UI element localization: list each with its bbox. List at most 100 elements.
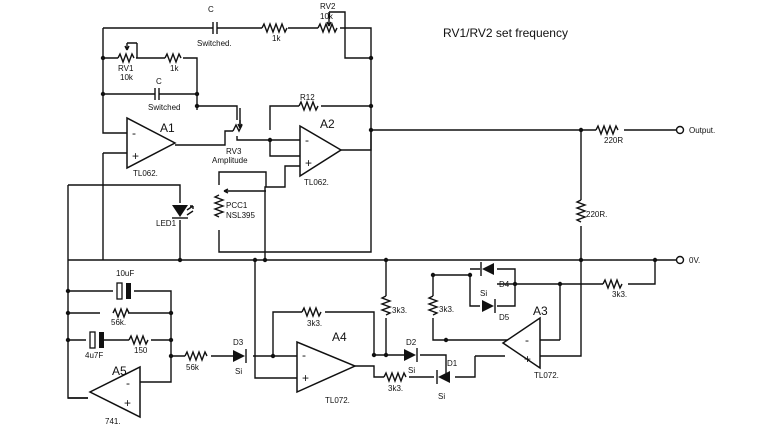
label-r-3k3-bot: 3k3. (388, 384, 403, 393)
opamp-a4 (296, 340, 357, 394)
label-r-3k3-a4: 3k3. (307, 319, 322, 328)
output-terminal (675, 125, 685, 135)
label-rv3: RV3 (226, 147, 242, 156)
diode-d1 (438, 371, 450, 383)
resistor-56k-a (112, 307, 130, 319)
diodes (172, 205, 496, 384)
a2-plus: + (305, 156, 312, 170)
resistor-220r-vert (575, 199, 587, 223)
label-cap-top: C (208, 5, 214, 14)
resistor-3k3-bot (383, 371, 407, 383)
opamp-a5 (88, 365, 141, 419)
label-a2: A2 (320, 117, 335, 131)
resistor-3k3-v1 (380, 295, 392, 316)
label-cap-10u: 10uF (116, 269, 134, 278)
label-rv2: RV2 (320, 2, 336, 11)
label-r-3k3-v1: 3k3. (392, 306, 407, 315)
a4-plus: + (302, 371, 309, 385)
diode-d5 (482, 300, 494, 312)
label-cap-4u7: 4u7F (85, 351, 103, 360)
label-r12: R12 (300, 93, 315, 102)
opamp-a3 (501, 316, 541, 370)
diode-d3 (233, 350, 245, 362)
opamp-a1 (126, 116, 177, 170)
label-d3: D3 (233, 338, 244, 347)
label-d4: D4 (499, 280, 510, 289)
label-led1: LED1 (156, 219, 177, 228)
label-r-3k3-v2: 3k3. (439, 305, 454, 314)
label-r-56k-a: 56k. (111, 318, 126, 327)
label-d2: D2 (406, 338, 417, 347)
label-a5-part: 741. (105, 417, 121, 426)
a5-plus: + (124, 396, 131, 410)
pcc1-ldr (213, 194, 225, 218)
label-r-3k3-a3: 3k3. (612, 290, 627, 299)
rv2-wiper (326, 19, 332, 27)
label-a1: A1 (160, 121, 175, 135)
label-a4-part: TL072. (325, 396, 350, 405)
cap-4u7-neg (99, 332, 104, 348)
junctions (65, 55, 658, 359)
label-pcc1: PCC1 (226, 201, 248, 210)
pot-wipers (124, 19, 332, 194)
label-d5: D5 (499, 313, 510, 322)
label-zero-v: 0V. (689, 256, 700, 265)
zero-v-terminal (675, 255, 685, 265)
label-a1-part: TL062. (133, 169, 158, 178)
cap-10uf-plate (116, 282, 123, 300)
a2-minus: - (305, 133, 309, 147)
resistor-3k3-a3 (602, 278, 623, 290)
label-rv3-note: Amplitude (212, 156, 248, 165)
label-d1-type: Si (438, 392, 445, 401)
label-d1: D1 (447, 359, 458, 368)
op-amps (88, 116, 541, 419)
label-d3-type: Si (235, 367, 242, 376)
a3-minus: - (525, 333, 529, 347)
label-r-1k-mid: 1k (170, 64, 179, 73)
resistors (112, 22, 623, 383)
label-r-out: 220R (604, 136, 623, 145)
labels: RV1/RV2 set frequency C Switched. 1k RV2… (85, 2, 715, 426)
title: RV1/RV2 set frequency (443, 26, 568, 40)
cap-4u7-plate (89, 331, 96, 349)
a1-minus: - (132, 126, 136, 140)
label-output: Output. (689, 126, 715, 135)
a3-plus: + (524, 352, 531, 366)
rv1-wiper (124, 45, 130, 51)
rv3-wiper (237, 120, 243, 129)
cap-top (212, 22, 218, 34)
a4-minus: - (302, 348, 306, 362)
a5-minus: - (126, 376, 130, 390)
cap-10uf-neg (126, 283, 131, 299)
label-a5: A5 (112, 364, 127, 378)
rv2-track (317, 22, 338, 34)
led1 (172, 205, 188, 217)
capacitors (89, 22, 225, 349)
label-rv2-value: 10k (320, 12, 334, 21)
label-cap-mid-note: Switched (148, 103, 180, 112)
label-r-1k-top: 1k (272, 34, 281, 43)
label-d4-type: Si (480, 289, 487, 298)
resistor-3k3-v2 (427, 295, 439, 316)
resistor-3k3-a4 (301, 306, 322, 318)
resistor-56k-b (184, 350, 208, 362)
label-pcc1-part: NSL395 (226, 211, 255, 220)
label-a3: A3 (533, 304, 548, 318)
diode-d2 (404, 349, 416, 361)
a1-plus: + (132, 149, 139, 163)
label-cap-mid: C (156, 77, 162, 86)
resistor-150 (128, 334, 149, 346)
rv1-track (117, 52, 135, 64)
label-d2-type: Si (408, 366, 415, 375)
cap-mid (154, 88, 160, 100)
label-rv1: RV1 (118, 64, 134, 73)
label-a2-part: TL062. (304, 178, 329, 187)
opamp-a2 (299, 124, 343, 178)
resistor-1k-mid (164, 52, 182, 64)
label-a3-part: TL072. (534, 371, 559, 380)
diode-d4 (482, 263, 494, 275)
pcc1-arrow (223, 188, 232, 194)
label-cap-top-note: Switched. (197, 39, 232, 48)
label-r-220-vert: 220R. (586, 210, 607, 219)
